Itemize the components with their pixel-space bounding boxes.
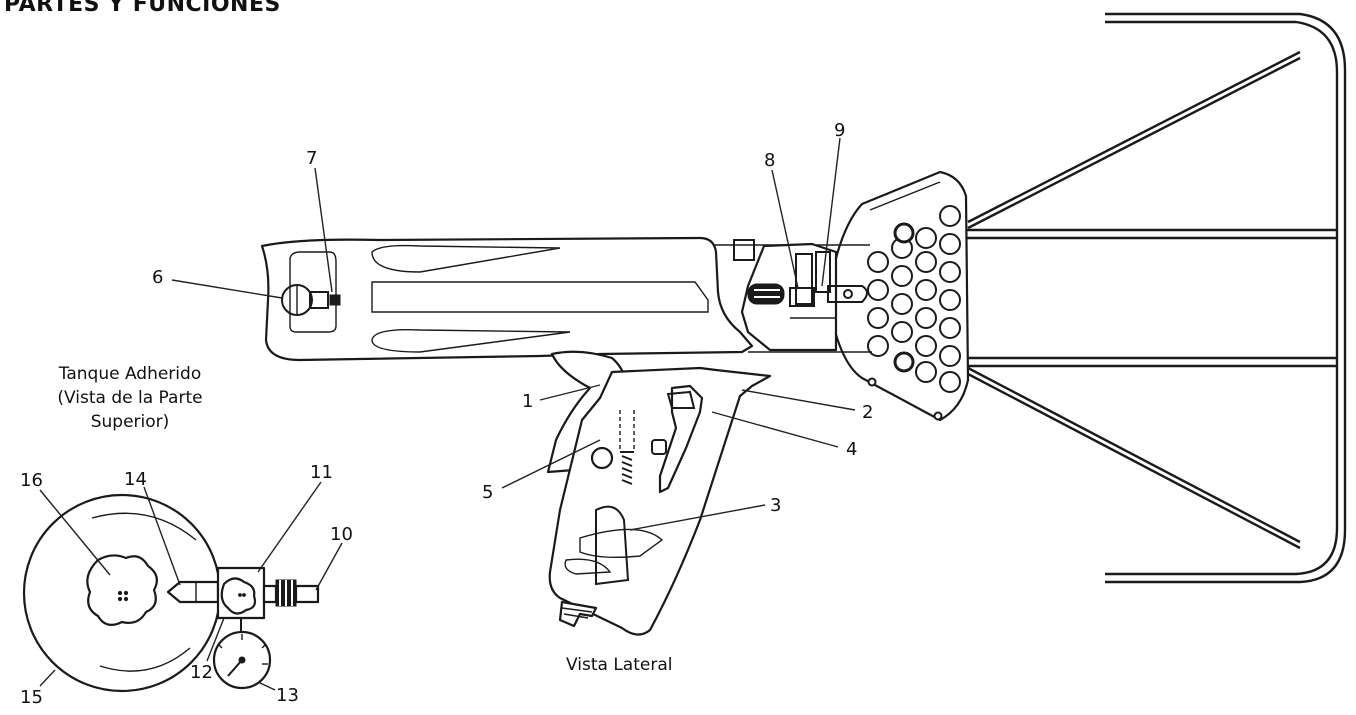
callout-11: 11 xyxy=(310,462,333,483)
callout-12: 12 xyxy=(190,662,213,683)
nozzle-hole xyxy=(867,251,889,273)
nozzle-hole xyxy=(915,279,937,301)
nozzle-hole xyxy=(939,289,961,311)
nozzle-hole xyxy=(939,205,961,227)
nozzle-hole xyxy=(891,293,913,315)
gun-body xyxy=(260,236,872,362)
nozzle-hole xyxy=(915,227,937,249)
nozzle-hole xyxy=(915,307,937,329)
tank-view-caption: Tanque Adherido (Vista de la Parte Super… xyxy=(10,362,250,434)
callout-2: 2 xyxy=(862,402,873,423)
callout-8: 8 xyxy=(764,150,775,171)
side-view-caption: Vista Lateral xyxy=(566,655,673,675)
tank-caption-line-1: Tanque Adherido xyxy=(58,364,202,384)
nozzle-hole xyxy=(915,251,937,273)
callout-3: 3 xyxy=(770,495,781,516)
callout-14: 14 xyxy=(124,469,147,490)
callout-16: 16 xyxy=(20,470,43,491)
tank-caption-line-2: (Vista de la Parte xyxy=(57,388,203,408)
nozzle-plate xyxy=(826,170,970,422)
leader-lines xyxy=(39,137,856,691)
nozzle-hole xyxy=(939,261,961,283)
nozzle-hole xyxy=(891,265,913,287)
nozzle-hole xyxy=(939,371,961,393)
callout-15: 15 xyxy=(20,687,43,708)
callout-13: 13 xyxy=(276,685,299,706)
gun-handle xyxy=(546,350,772,636)
nozzle-hole xyxy=(939,233,961,255)
tank-top-view xyxy=(22,493,320,693)
nozzle-hole xyxy=(891,321,913,343)
callout-7: 7 xyxy=(306,148,317,169)
callout-numbers: 1 2 3 4 5 6 7 8 9 10 11 12 13 14 15 16 xyxy=(20,120,873,708)
nozzle-hole xyxy=(939,317,961,339)
nozzle-hole xyxy=(867,335,889,357)
callout-9: 9 xyxy=(834,120,845,141)
tank-caption-line-3: Superior) xyxy=(90,412,170,432)
nozzle-hole xyxy=(867,307,889,329)
nozzle-hole xyxy=(915,361,937,383)
nozzle-holes xyxy=(867,205,961,393)
spray-shield-frame xyxy=(900,12,1347,584)
nozzle-hole xyxy=(939,345,961,367)
callout-4: 4 xyxy=(846,439,857,460)
callout-1: 1 xyxy=(522,391,533,412)
callout-5: 5 xyxy=(482,482,493,503)
callout-6: 6 xyxy=(152,267,163,288)
nozzle-hole xyxy=(867,279,889,301)
nozzle-hole xyxy=(915,335,937,357)
callout-10: 10 xyxy=(330,524,353,545)
page-title: PARTES Y FUNCIONES xyxy=(4,0,281,17)
